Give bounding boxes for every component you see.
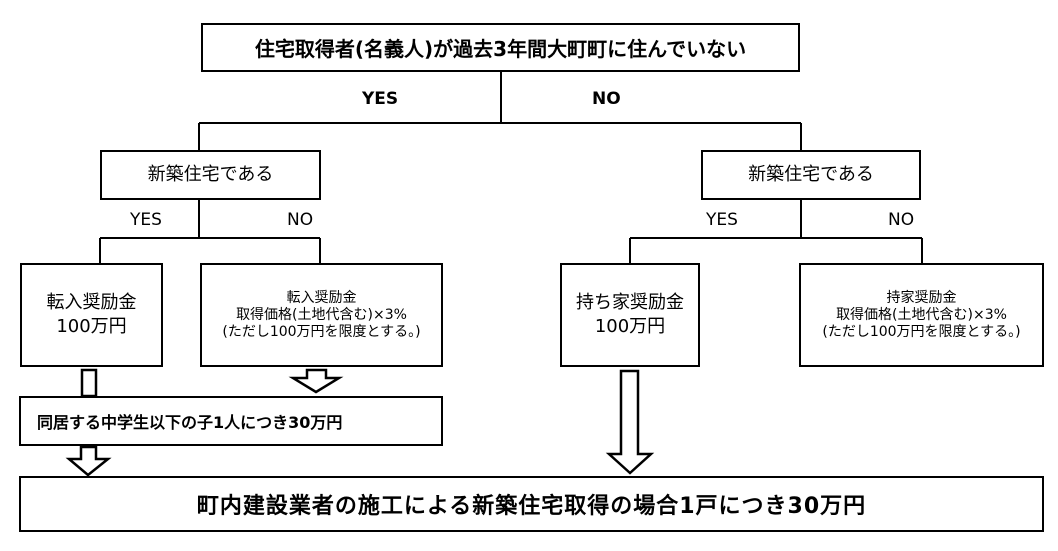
arrow-down-icon xyxy=(605,369,655,475)
child-bonus-box: 同居する中学生以下の子1人につき30万円 xyxy=(19,396,443,446)
left-no-result-line2: 取得価格(土地代含む)×3% xyxy=(236,306,407,323)
right-no-result-line1: 持家奨励金 xyxy=(886,289,957,306)
left-yes-result-box: 転入奨励金 100万円 xyxy=(20,263,163,367)
root-question-text: 住宅取得者(名義人)が過去3年間大町町に住んでいない xyxy=(254,37,747,61)
branch-no-label: NO xyxy=(592,89,621,109)
right-no-result-box: 持家奨励金 取得価格(土地代含む)×3% (ただし100万円を限度とする。) xyxy=(799,263,1044,367)
left-no-label: NO xyxy=(287,210,314,230)
right-no-result-line2: 取得価格(土地代含む)×3% xyxy=(836,306,1007,323)
left-no-result-line1: 転入奨励金 xyxy=(286,289,357,306)
child-bonus-text: 同居する中学生以下の子1人につき30万円 xyxy=(37,413,343,432)
right-yes-result-line1: 持ち家奨励金 xyxy=(576,292,684,313)
right-no-label: NO xyxy=(888,210,915,230)
left-question-text: 新築住宅である xyxy=(147,164,274,185)
builder-bonus-text: 町内建設業者の施工による新築住宅取得の場合1戸につき30万円 xyxy=(196,494,867,519)
arrow-down-icon xyxy=(65,445,112,477)
left-no-result-line3: (ただし100万円を限度とする。) xyxy=(222,323,421,340)
right-yes-result-line2: 100万円 xyxy=(594,316,666,337)
root-question-box: 住宅取得者(名義人)が過去3年間大町町に住んでいない xyxy=(201,23,800,72)
right-question-text: 新築住宅である xyxy=(748,164,874,185)
arrow-down-icon xyxy=(288,368,344,394)
left-yes-result-line1: 転入奨励金 xyxy=(46,292,137,313)
branch-yes-label: YES xyxy=(362,89,399,109)
left-question-box: 新築住宅である xyxy=(100,150,321,200)
right-no-result-line3: (ただし100万円を限度とする。) xyxy=(822,323,1021,340)
left-yes-label: YES xyxy=(130,210,162,230)
builder-bonus-box: 町内建設業者の施工による新築住宅取得の場合1戸につき30万円 xyxy=(19,476,1044,532)
right-yes-result-box: 持ち家奨励金 100万円 xyxy=(560,263,700,367)
left-no-result-box: 転入奨励金 取得価格(土地代含む)×3% (ただし100万円を限度とする。) xyxy=(200,263,443,367)
right-yes-label: YES xyxy=(706,210,738,230)
arrow-down-icon xyxy=(80,368,98,398)
left-yes-result-line2: 100万円 xyxy=(56,316,127,337)
right-question-box: 新築住宅である xyxy=(701,150,921,200)
